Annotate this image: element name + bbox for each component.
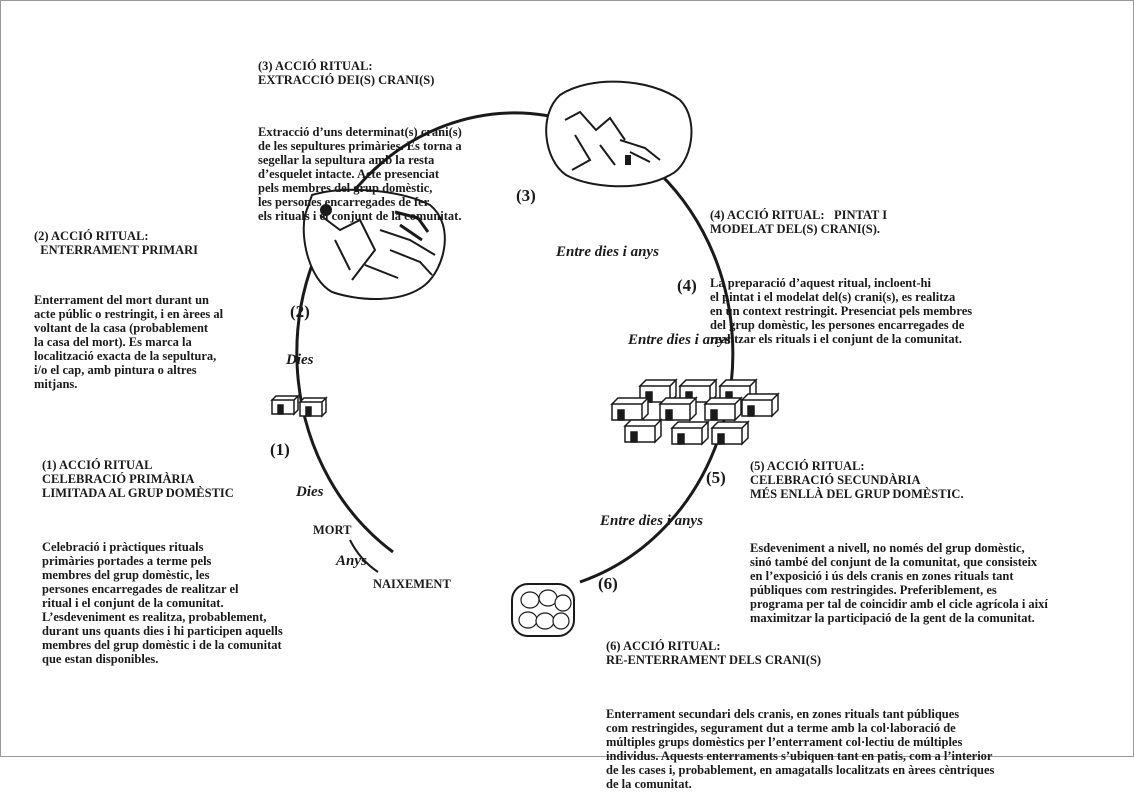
stage-block-2: (2) ACCIÓ RITUAL: ENTERRAMENT PRIMARI En… xyxy=(34,201,223,405)
birth-death-link xyxy=(349,539,379,573)
stage-description: La preparació d’aquest ritual, incloent-… xyxy=(710,276,973,346)
skull-cache-icon xyxy=(511,583,575,637)
burial-pit-icon xyxy=(302,188,446,300)
interval-entre-5: Entre dies i anys xyxy=(600,513,703,529)
stage-number-3: (3) xyxy=(516,186,536,205)
stage-number-2: (2) xyxy=(290,302,310,321)
stage-title: (4) ACCIÓ RITUAL: PINTAT I MODELAT DEL(S… xyxy=(710,208,888,236)
stage-description: Enterrament del mort durant un acte públ… xyxy=(34,293,224,391)
stage-block-5: (5) ACCIÓ RITUAL: CELEBRACIÓ SECUNDÀRIA … xyxy=(750,431,1048,639)
stage-title: (5) ACCIÓ RITUAL: CELEBRACIÓ SECUNDÀRIA … xyxy=(750,459,964,501)
stage-description: Enterrament secundari dels cranis, en zo… xyxy=(606,707,995,791)
stage-title: (1) ACCIÓ RITUAL CELEBRACIÓ PRIMÀRIA LIM… xyxy=(42,458,234,500)
stage-number-4: (4) xyxy=(677,276,697,295)
stage-description: Esdeveniment a nivell, no només del grup… xyxy=(750,541,1048,625)
stage-title: (3) ACCIÓ RITUAL: EXTRACCIÓ DEI(S) CRANI… xyxy=(258,59,435,87)
interval-dies-upper: Dies xyxy=(286,352,314,368)
interval-entre-3: Entre dies i anys xyxy=(556,244,659,260)
stage-block-6: (6) ACCIÓ RITUAL: RE-ENTERRAMENT DELS CR… xyxy=(606,611,994,805)
stage-description: Celebració i pràctiques rituals primàrie… xyxy=(42,540,283,666)
stage-description: Extracció d’uns determinat(s) crani(s) d… xyxy=(258,125,462,223)
stage-block-4: (4) ACCIÓ RITUAL: PINTAT I MODELAT DEL(S… xyxy=(710,180,972,360)
label-naixement: NAIXEMENT xyxy=(373,577,451,591)
interval-entre-4: Entre dies i anys xyxy=(628,332,731,348)
cycle-arc xyxy=(295,111,735,584)
interval-anys: Anys xyxy=(336,553,367,569)
label-mort: MORT xyxy=(313,523,352,537)
stage-block-3: (3) ACCIÓ RITUAL: EXTRACCIÓ DEI(S) CRANI… xyxy=(258,31,462,237)
interval-dies-lower: Dies xyxy=(296,484,324,500)
stage-title: (2) ACCIÓ RITUAL: ENTERRAMENT PRIMARI xyxy=(34,229,199,257)
stage-title: (6) ACCIÓ RITUAL: RE-ENTERRAMENT DELS CR… xyxy=(606,639,822,667)
stage-number-6: (6) xyxy=(598,574,618,593)
village-houses-icon xyxy=(610,378,780,446)
stage-block-1: (1) ACCIÓ RITUAL CELEBRACIÓ PRIMÀRIA LIM… xyxy=(42,430,283,680)
stage-number-5: (5) xyxy=(706,468,726,487)
skull-removal-pit-icon xyxy=(545,80,693,188)
stage-number-1: (1) xyxy=(270,440,290,459)
house-icon xyxy=(270,394,328,418)
ritual-cycle-diagram xyxy=(270,80,780,637)
